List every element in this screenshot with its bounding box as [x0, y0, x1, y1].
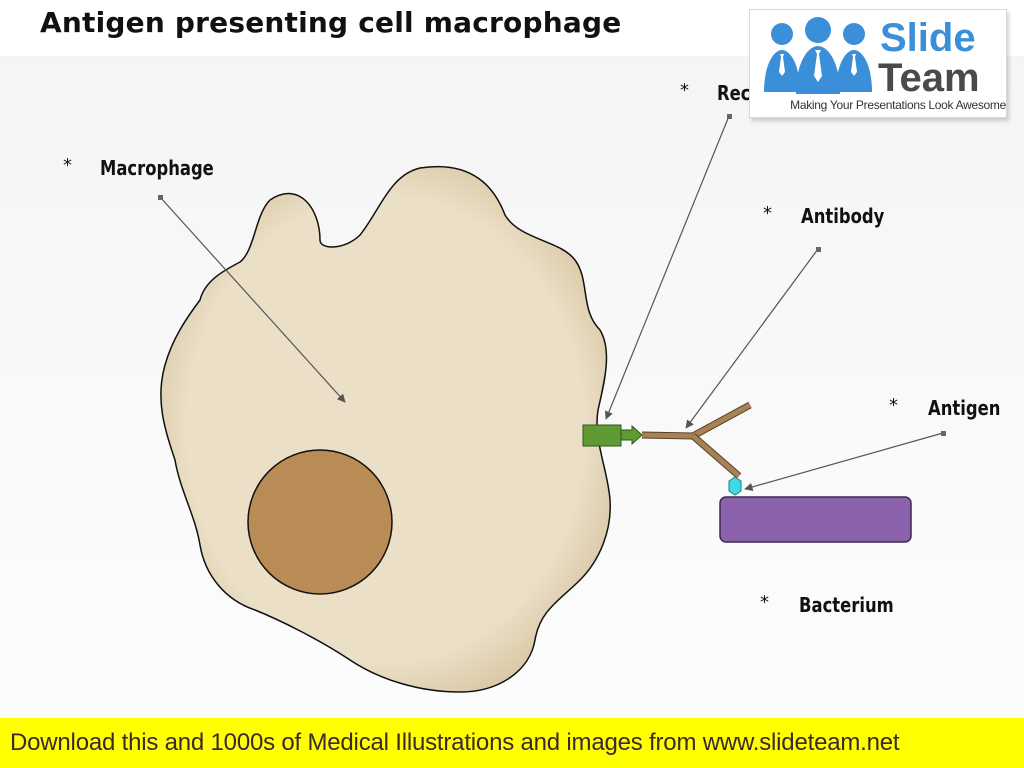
nucleus: [247, 449, 393, 595]
antigen-pointer: [744, 432, 944, 491]
bacterium-bullet: *: [760, 592, 769, 613]
callout-lines: [159, 115, 944, 491]
antibody-pointer: [685, 248, 819, 429]
antigen-label: Antigen: [928, 396, 1001, 420]
antibody-label: Antibody: [801, 204, 885, 228]
macrophage-label: Macrophage: [100, 156, 214, 180]
antibody: [641, 401, 752, 479]
logo-tagline: Making Your Presentations Look Awesome: [790, 98, 1006, 112]
antigen-bullet: *: [889, 395, 898, 416]
people-icon: [764, 17, 872, 94]
bacterium: [719, 496, 912, 543]
bacterium-label: Bacterium: [799, 593, 894, 617]
slideteam-logo[interactable]: Slide Team Making Your Presentations Loo…: [749, 9, 1007, 118]
receptor-label: Rec: [717, 81, 751, 105]
logo-line1: Slide: [880, 16, 976, 60]
footer-text[interactable]: Download this and 1000s of Medical Illus…: [10, 729, 900, 756]
receptor: [582, 424, 622, 447]
macrophage-bullet: *: [63, 155, 72, 176]
slide-title: Antigen presenting cell macrophage: [40, 6, 622, 39]
receptor-pointer: [604, 115, 730, 420]
antibody-bullet: *: [763, 203, 772, 224]
receptor-bullet: *: [680, 80, 689, 101]
antigen: [728, 476, 742, 496]
footer-banner[interactable]: Download this and 1000s of Medical Illus…: [0, 718, 1024, 768]
macrophage-cell: [160, 165, 611, 693]
receptor-arrow: [620, 424, 643, 446]
macrophage-pointer: [159, 196, 346, 403]
logo-line2: Team: [878, 56, 980, 100]
callout-anchors: [158, 114, 946, 436]
